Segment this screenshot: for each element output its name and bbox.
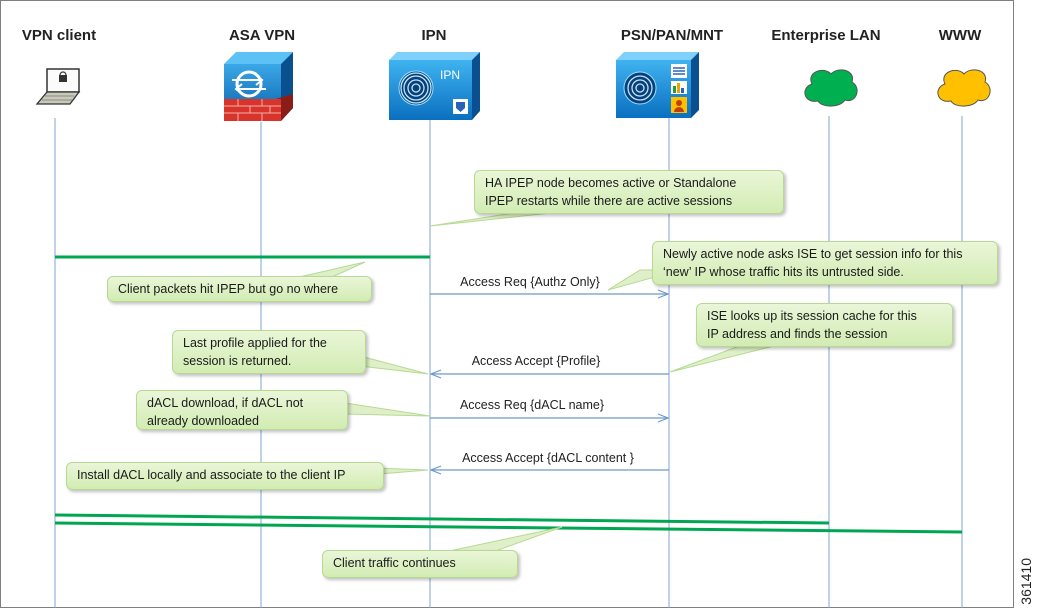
entity-label-ipn: IPN bbox=[421, 27, 447, 44]
note-client-packets: Client packets hit IPEP but go no where bbox=[107, 276, 372, 302]
note-ise-lookup-line2: IP address and finds the session bbox=[707, 327, 888, 341]
note-ha-active: HA IPEP node becomes active or Standalon… bbox=[474, 170, 784, 214]
traffic-line-enterprise bbox=[54, 513, 830, 525]
yellow-cloud-icon bbox=[937, 69, 991, 107]
pointer-ha-active bbox=[429, 211, 561, 227]
laptop-icon bbox=[35, 68, 81, 105]
entity-label-asa-vpn: ASA VPN bbox=[228, 27, 296, 44]
note-last-profile: Last profile applied for the session is … bbox=[172, 330, 366, 374]
note-ise-lookup: ISE looks up its session cache for this … bbox=[696, 303, 953, 347]
note-dacl-download: dACL download, if dACL not already downl… bbox=[136, 390, 348, 430]
figure-id: 361410 bbox=[1018, 558, 1034, 605]
green-cloud-icon bbox=[804, 69, 858, 107]
msg-access-req-dacl: Access Req {dACL name} bbox=[459, 398, 605, 412]
figure-border bbox=[0, 0, 1014, 608]
msg-access-req-authz: Access Req {Authz Only} bbox=[460, 275, 600, 289]
note-ise-lookup-line1: ISE looks up its session cache for this bbox=[707, 309, 917, 323]
note-client-traffic: Client traffic continues bbox=[322, 550, 518, 578]
note-last-profile-line2: session is returned. bbox=[183, 354, 292, 368]
entity-label-www: WWW bbox=[938, 27, 982, 44]
note-ha-active-line1: HA IPEP node becomes active or Standalon… bbox=[485, 176, 737, 190]
entity-label-enterprise-lan: Enterprise LAN bbox=[771, 27, 881, 44]
note-newly-active-line1: Newly active node asks ISE to get sessio… bbox=[663, 247, 963, 261]
traffic-line-www bbox=[54, 521, 963, 534]
note-dacl-download-line1: dACL download, if dACL not bbox=[147, 396, 304, 410]
note-client-packets-text: Client packets hit IPEP but go no where bbox=[118, 282, 339, 296]
msg-access-accept-dacl: Access Accept {dACL content } bbox=[462, 451, 634, 465]
ipn-appliance-icon bbox=[389, 52, 480, 120]
msg-access-accept-profile: Access Accept {Profile} bbox=[471, 354, 601, 368]
note-newly-active-line2: ‘new’ IP whose traffic hits its untruste… bbox=[663, 265, 904, 279]
note-dacl-download-line2: already downloaded bbox=[147, 414, 259, 428]
note-install-dacl: Install dACL locally and associate to th… bbox=[66, 462, 384, 490]
firewall-icon bbox=[224, 52, 293, 121]
entity-label-vpn-client: VPN client bbox=[21, 27, 97, 44]
note-last-profile-line1: Last profile applied for the bbox=[183, 336, 327, 350]
ise-server-icon bbox=[616, 52, 699, 118]
note-client-traffic-text: Client traffic continues bbox=[333, 556, 456, 570]
note-ha-active-line2: IPEP restarts while there are active ses… bbox=[485, 194, 733, 208]
ipn-badge-label: IPN bbox=[440, 68, 460, 82]
note-newly-active: Newly active node asks ISE to get sessio… bbox=[652, 241, 998, 285]
note-install-dacl-text: Install dACL locally and associate to th… bbox=[77, 468, 346, 482]
entity-label-psn: PSN/PAN/MNT bbox=[620, 27, 724, 44]
